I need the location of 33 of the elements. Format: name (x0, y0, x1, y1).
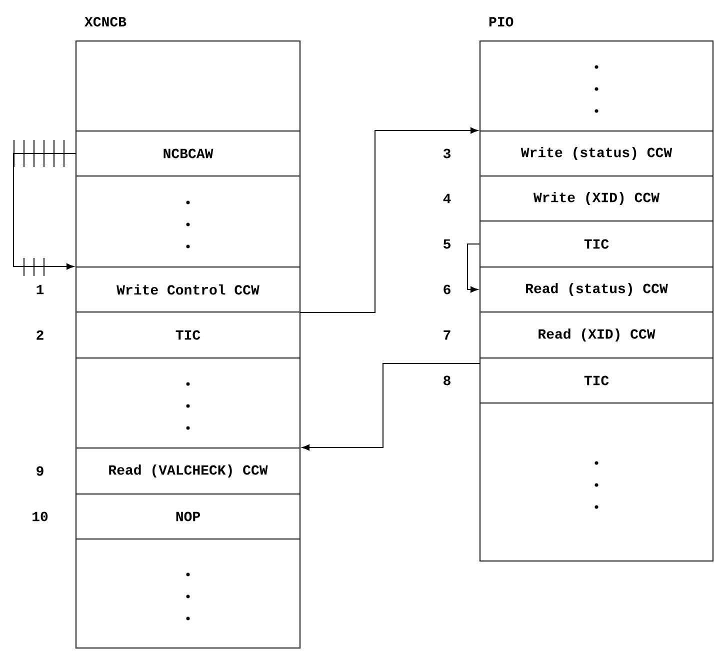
record-row: Read (VALCHECK) CCW (76, 448, 300, 494)
empty-row (76, 40, 300, 132)
record-row: Write (status) CCW (480, 130, 714, 176)
row-number: 4 (442, 192, 452, 204)
record-row: TIC (480, 358, 714, 404)
record-row: TIC (480, 220, 714, 268)
row-number: 7 (442, 329, 452, 341)
ellipsis-row (76, 358, 300, 448)
row-number: 9 (34, 465, 46, 477)
ellipsis-row (76, 538, 300, 648)
row-number: 1 (34, 284, 46, 296)
arrow (300, 127, 478, 313)
block-title: XCNCB (84, 17, 126, 26)
ellipsis-row (480, 40, 714, 132)
row-number: 10 (30, 510, 50, 522)
arrow (302, 363, 480, 451)
row-number: 3 (442, 148, 452, 160)
row-number: 6 (442, 284, 452, 296)
row-number: 2 (34, 329, 46, 341)
block-title: PIO (489, 17, 514, 26)
ellipsis-row (480, 402, 714, 562)
row-number: 5 (442, 238, 452, 250)
record-row: Read (XID) CCW (480, 312, 714, 358)
record-row: NOP (76, 494, 300, 540)
row-number: 8 (442, 374, 452, 386)
record-row: Read (status) CCW (480, 266, 714, 312)
ellipsis-row (76, 176, 300, 268)
record-row: NCBCAW (76, 130, 300, 176)
pointer-arrow (13, 153, 76, 270)
record-row: TIC (76, 312, 300, 358)
arrow (467, 244, 480, 293)
record-row: Write (XID) CCW (480, 176, 714, 222)
record-row: Write Control CCW (76, 266, 300, 312)
